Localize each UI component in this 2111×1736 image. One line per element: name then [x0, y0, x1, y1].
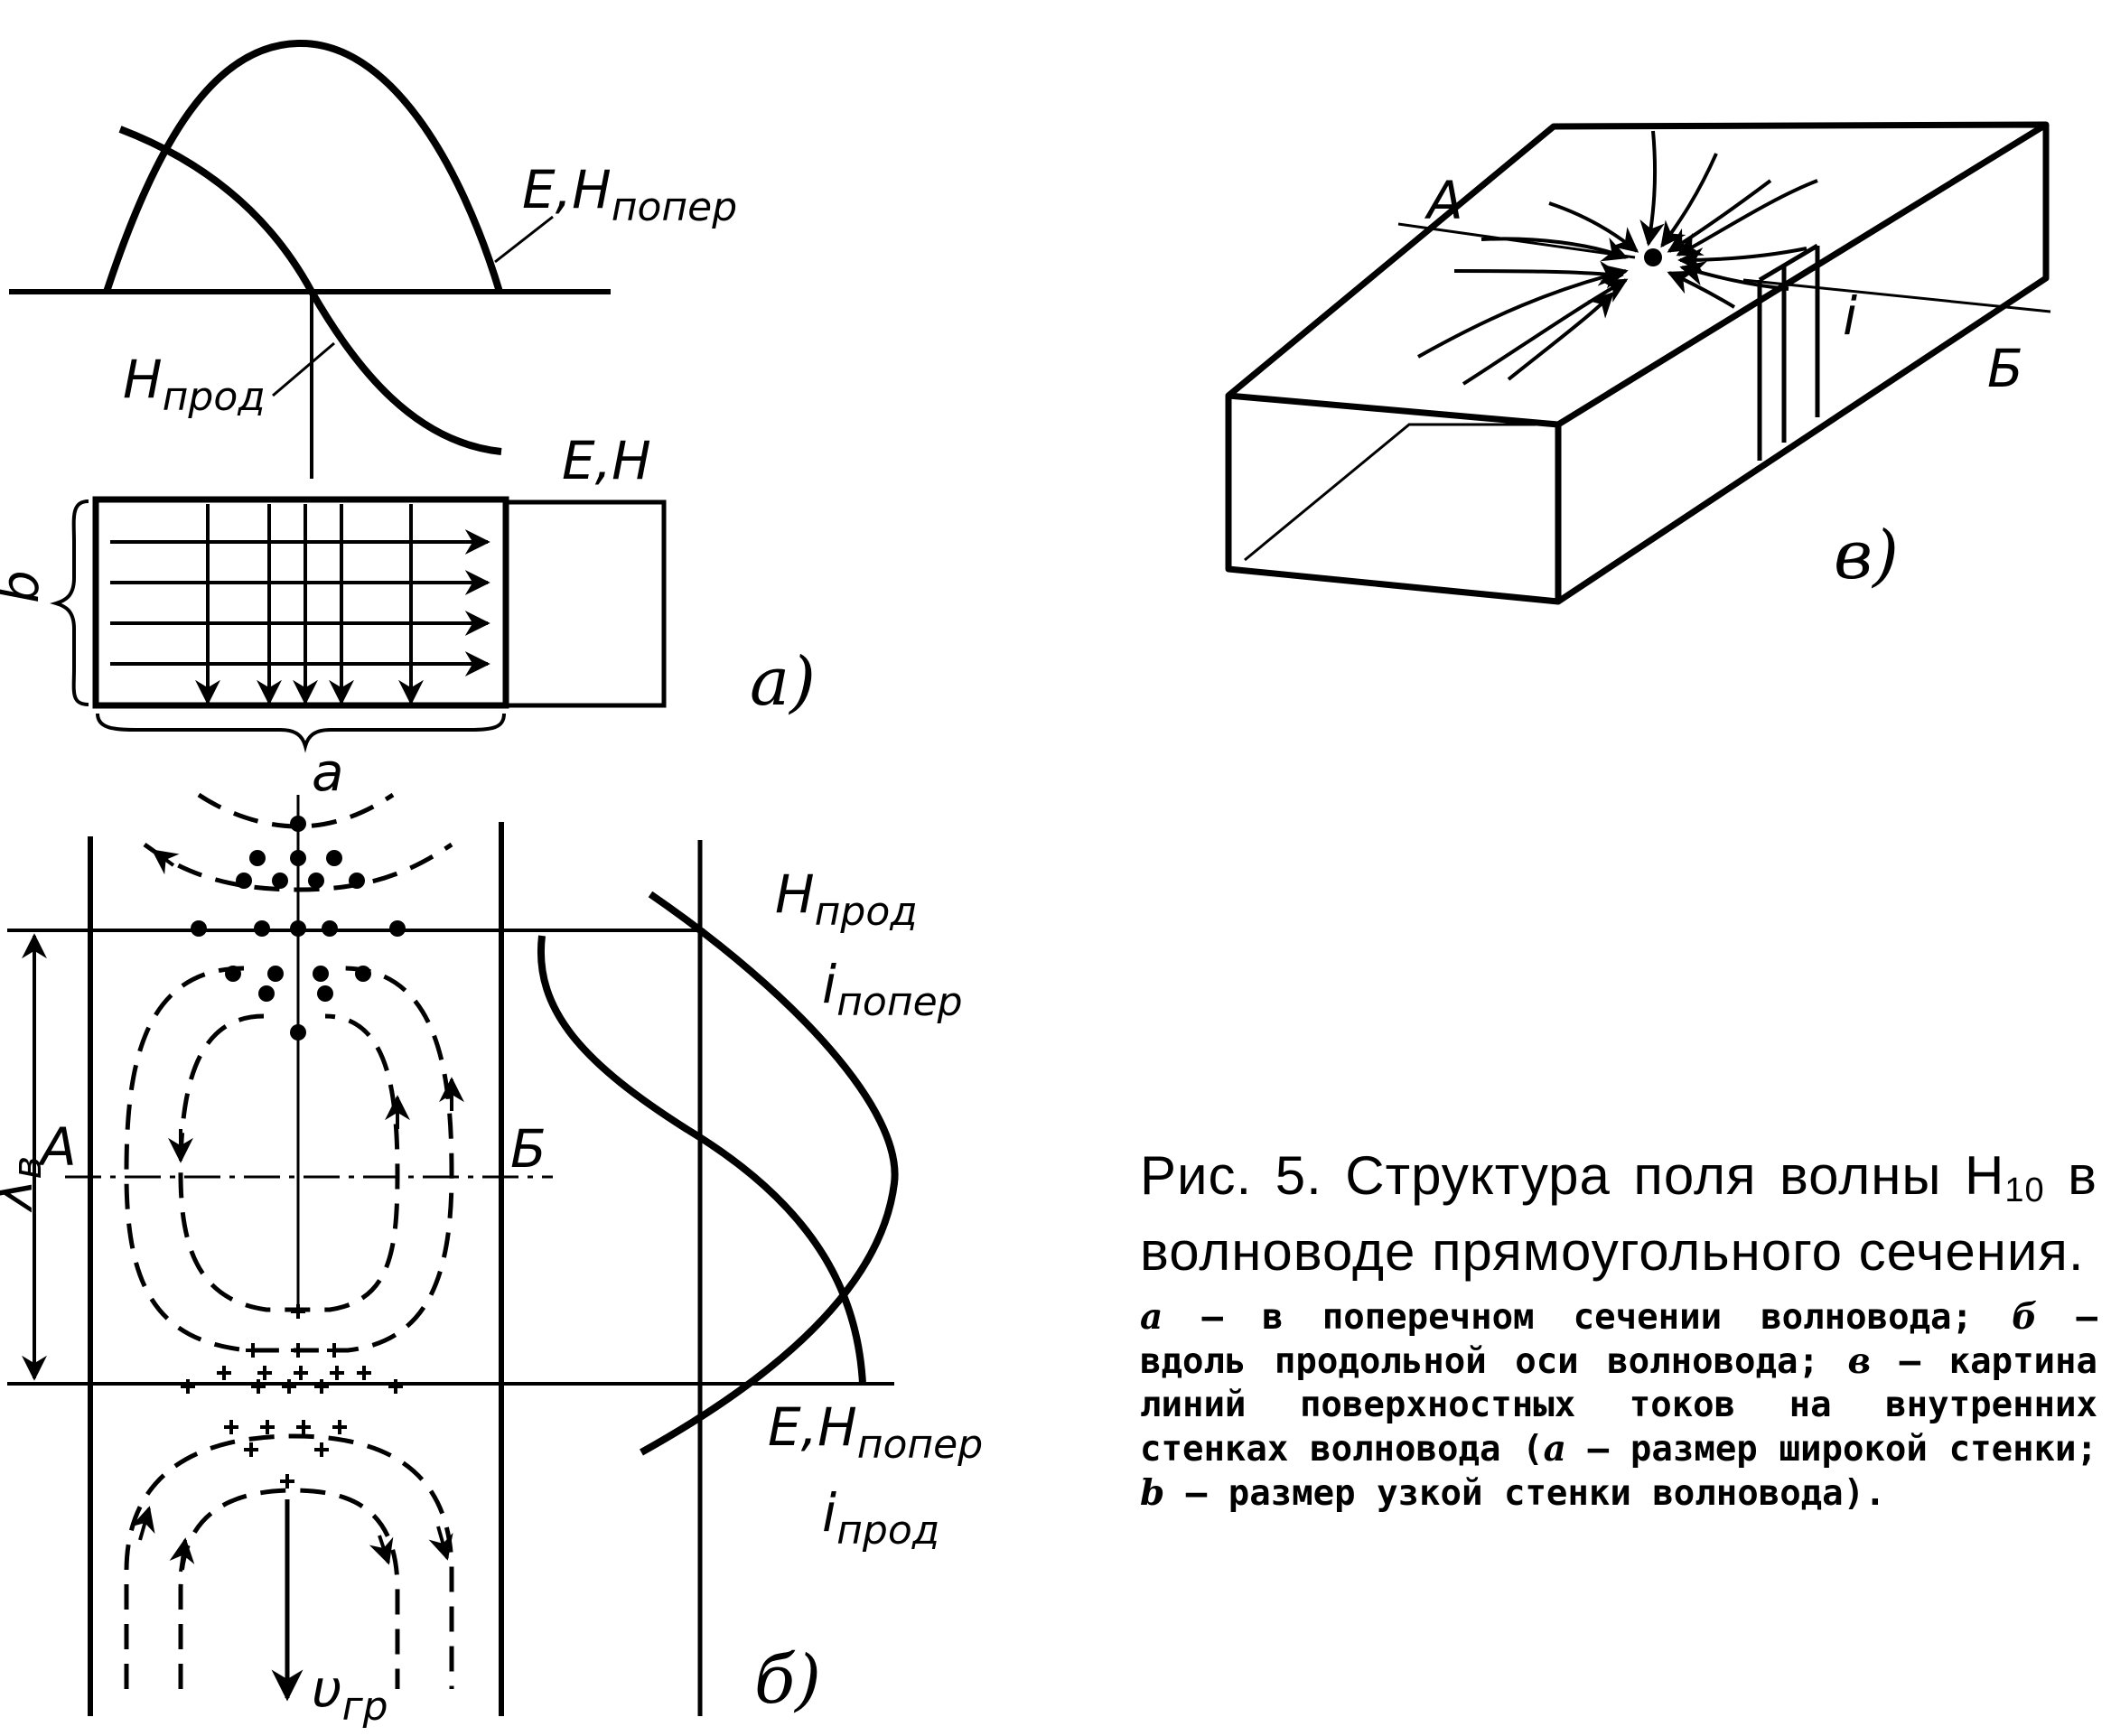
current-convergence-point	[1644, 248, 1662, 266]
label-group-velocity: υгр	[312, 1658, 388, 1730]
panel-a-cross-section: E,Hпопер Hпрод E,H b a а)	[0, 39, 816, 803]
e-field-lines	[195, 504, 424, 705]
label-h-longitudinal: Hпрод	[123, 349, 266, 420]
label-i-longitudinal: iпрод	[822, 1482, 939, 1554]
transverse-field-curve	[103, 39, 503, 294]
panel-c-label-i: i	[1843, 285, 1857, 347]
waveguide-cross-section	[92, 496, 509, 709]
panel-a-letter: а)	[750, 643, 816, 721]
transverse-current-strips	[1757, 243, 1820, 461]
caption-title: Рис. 5. Структура поля волны H10 в волно…	[1140, 1145, 2097, 1282]
label-e-h-field: E,H	[562, 430, 651, 491]
panel-c-label-a: А	[1424, 170, 1463, 231]
surface-current-lines	[1417, 130, 1818, 386]
panel-c-line-b	[1742, 278, 2051, 313]
label-i-transverse: iпопер	[822, 954, 963, 1025]
label-e-h-transverse-b: E,Hпопер	[768, 1396, 983, 1468]
brace-narrow-wall	[50, 499, 89, 706]
label-section-a: А	[37, 1116, 77, 1178]
panel-c-label-b: Б	[1987, 338, 2023, 399]
label-e-h-transverse: E,Hпопер	[522, 159, 737, 230]
dim-label-b: b	[0, 570, 51, 603]
longitudinal-h-curve	[537, 935, 866, 1385]
panel-c-letter: в)	[1834, 517, 1899, 594]
label-h-longitudinal-b: Hпрод	[775, 863, 918, 935]
leader-longitudinal	[272, 341, 335, 397]
electric-field-dots	[191, 816, 406, 1041]
label-section-b: Б	[510, 1118, 546, 1180]
caption-body: а — в поперечном сечении волновода; б — …	[1140, 1296, 2097, 1514]
leader-transverse	[494, 215, 554, 264]
waveguide-hidden-edges	[1244, 423, 1536, 562]
dim-label-a: a	[312, 742, 344, 803]
loop-arrows	[130, 849, 464, 1573]
brace-wide-wall	[96, 713, 506, 753]
h-field-lines	[110, 529, 490, 677]
figure-caption: Рис. 5. Структура поля волны H10 в волно…	[1140, 1145, 2097, 1516]
charge-plus-signs	[181, 1304, 403, 1489]
panel-b-longitudinal-section: λв А Б	[0, 792, 983, 1730]
waveguide-box	[1225, 121, 2050, 605]
label-wavelength: λв	[0, 1156, 51, 1213]
transverse-e-h-curve	[640, 891, 899, 1456]
waveguide-extension	[506, 499, 667, 708]
panel-c-surface-currents: А i Б в)	[1225, 121, 2051, 605]
panel-b-letter: б)	[754, 1641, 821, 1719]
